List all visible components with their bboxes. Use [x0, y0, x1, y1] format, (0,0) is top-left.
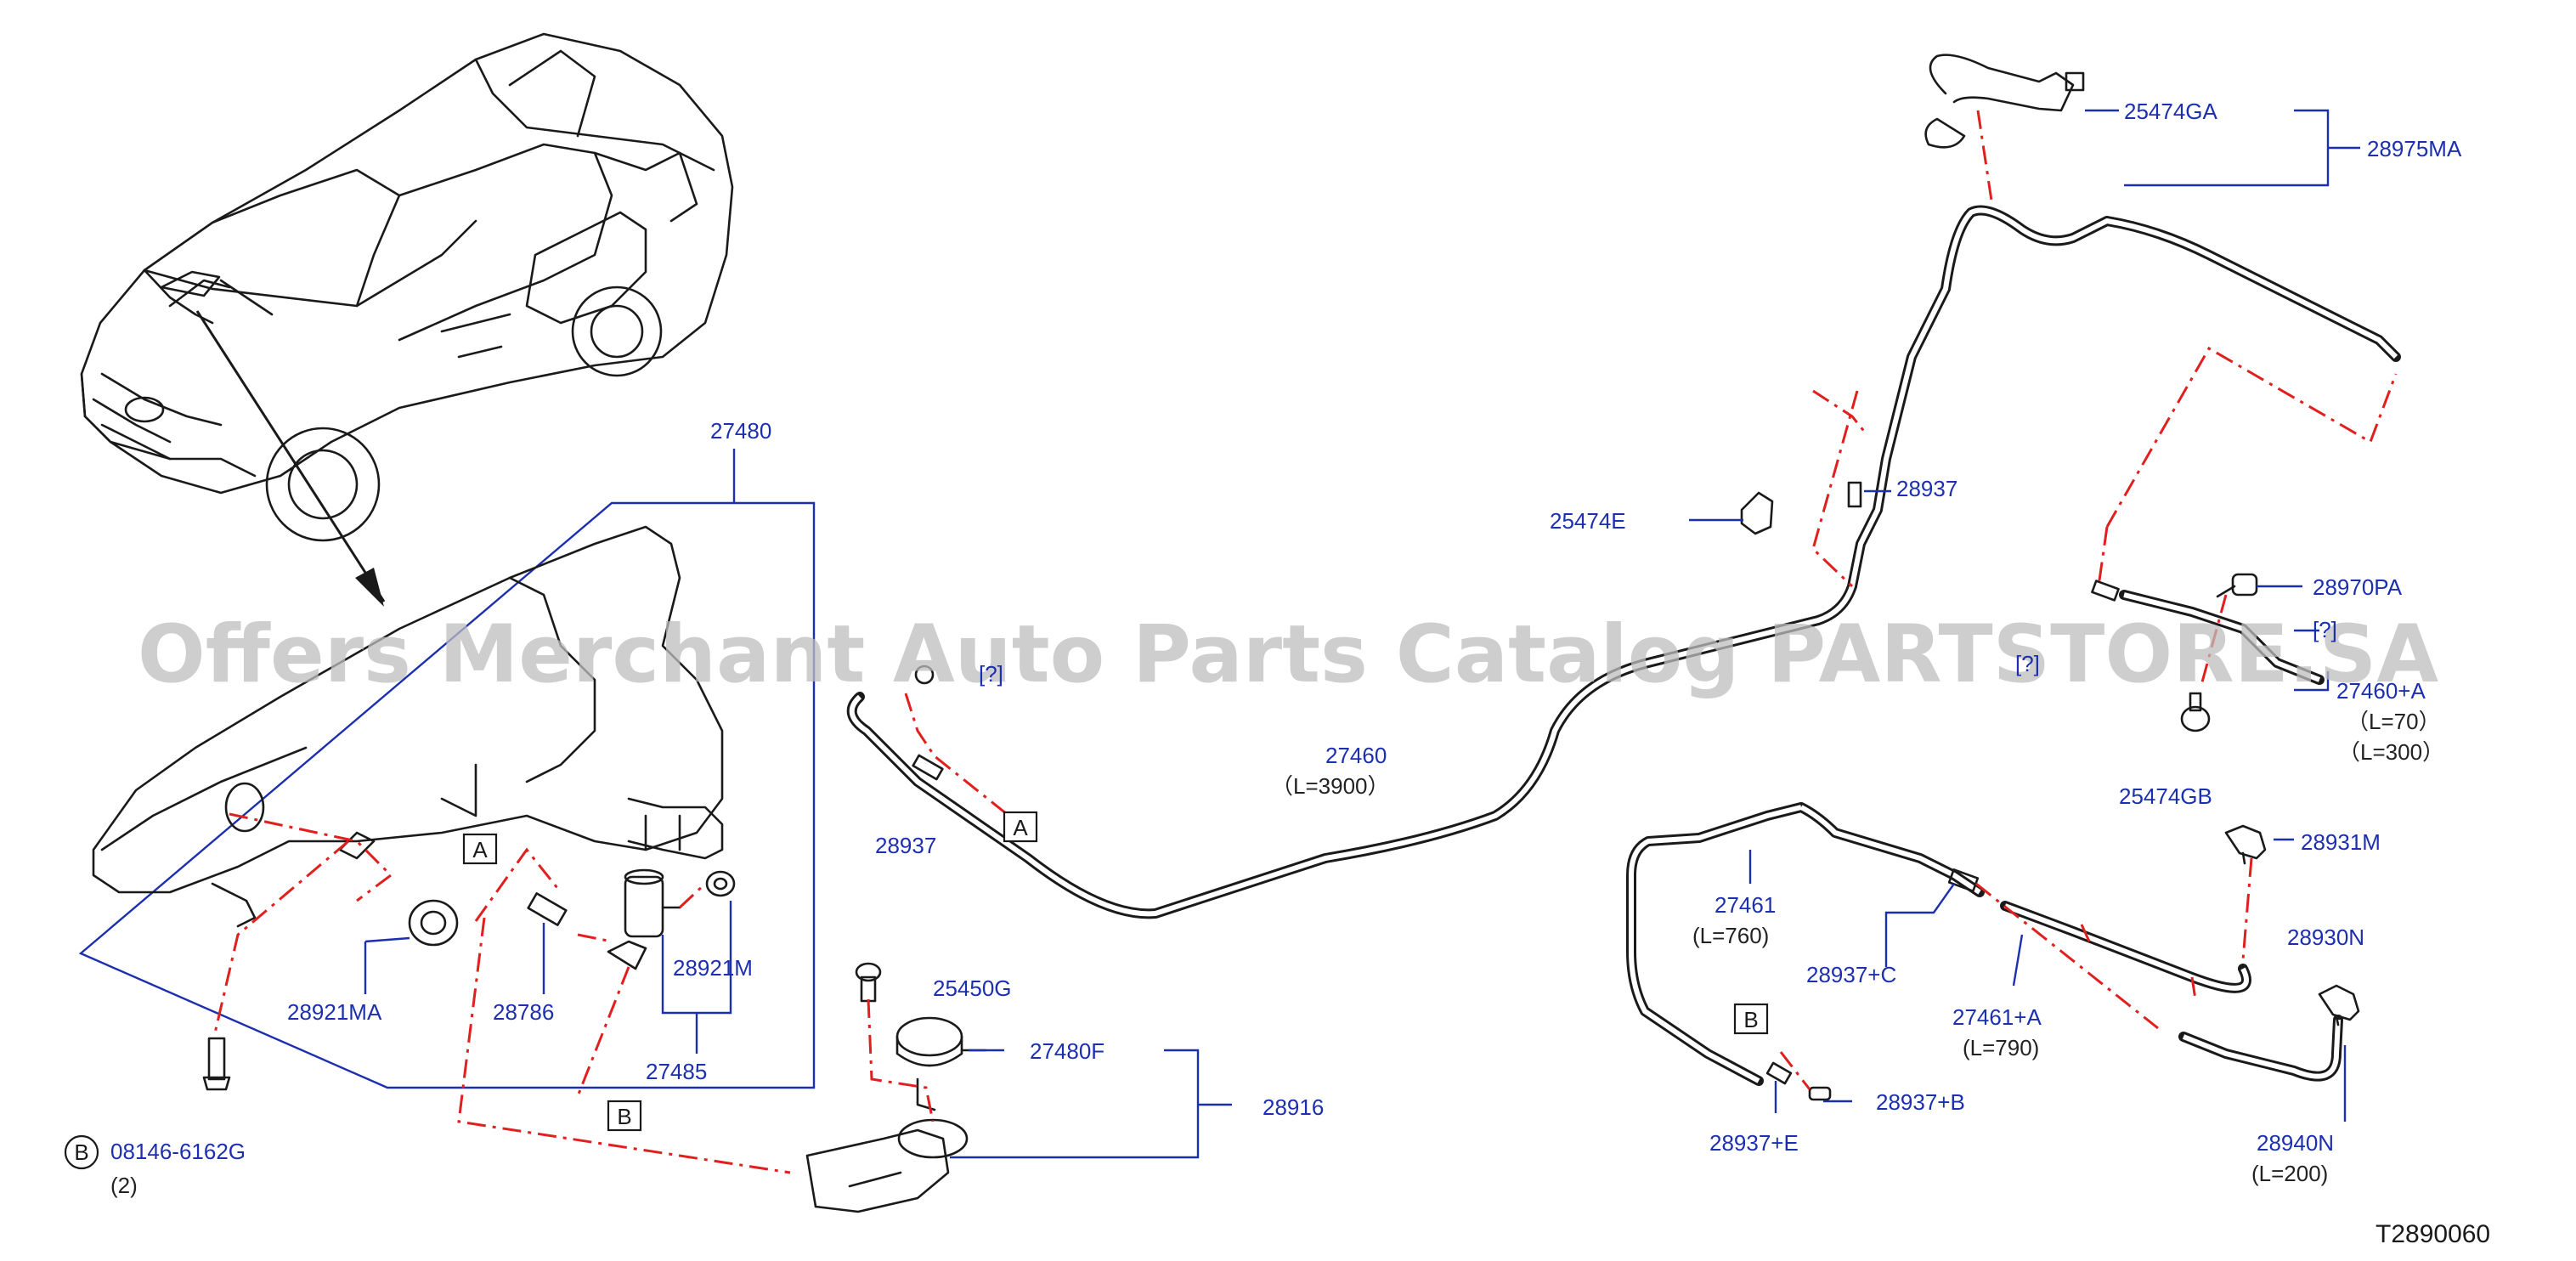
filter-28786 [527, 892, 568, 926]
label-27460-A-length-2: （L=300） [2338, 739, 2444, 765]
hose-27461-A [2000, 901, 2251, 993]
label-28930N: 28930N [2287, 925, 2364, 950]
joint-28937-B [1808, 1086, 1832, 1101]
bolt-08146 [202, 1037, 231, 1091]
label-27461-A-length: (L=790) [1963, 1035, 2039, 1060]
washer-tank-27480 [92, 525, 724, 928]
label-08146-6162G: 08146-6162G [110, 1139, 246, 1164]
hose-27461 [1626, 802, 1985, 1086]
label-27485: 27485 [646, 1059, 707, 1084]
watermark-text: Offers Merchant Auto Parts Catalog PARTS… [138, 608, 2438, 701]
label-28937-top: 28937 [1896, 476, 1957, 501]
label-27461-length: (L=760) [1692, 923, 1769, 948]
svg-text:B: B [617, 1104, 631, 1129]
nozzle-hose-25474GA [1924, 54, 2085, 149]
clip-25474E [1740, 491, 1774, 535]
label-27461-A: 27461+A [1952, 1004, 2042, 1030]
diagram-code: T2890060 [2375, 1220, 2490, 1248]
joint-28937-E [1765, 1061, 1793, 1085]
label-25474E: 25474E [1550, 508, 1626, 534]
label-28937-B: 28937+B [1876, 1089, 1965, 1115]
hose-28940N [2178, 1015, 2343, 1082]
label-28921MA: 28921MA [287, 999, 382, 1025]
label-28937-E: 28937+E [1709, 1130, 1799, 1156]
clip-25450G [855, 962, 882, 1003]
label-27460-length: （L=3900） [1271, 773, 1389, 799]
label-28970PA: 28970PA [2313, 574, 2403, 600]
label-27460: 27460 [1325, 743, 1387, 768]
svg-text:A: A [1013, 815, 1028, 840]
label-28975MA: 28975MA [2367, 136, 2462, 161]
callout-arrow [195, 310, 386, 602]
label-27480F: 27480F [1030, 1038, 1104, 1064]
label-28940N-length: (L=200) [2251, 1161, 2328, 1186]
grommet-28921MA [408, 899, 459, 947]
clip-25474GB [2180, 692, 2211, 732]
joint-28937-top [1847, 481, 1862, 508]
tank-group-frame [78, 449, 816, 1089]
label-25474GB: 25474GB [2119, 783, 2212, 809]
grommet-28921M [705, 870, 736, 897]
svg-text:A: A [472, 837, 488, 862]
callout-arrowhead [355, 568, 384, 607]
joint-28937-D [2091, 580, 2120, 602]
filler-neck-28916 [805, 1118, 969, 1213]
label-28921M: 28921M [673, 955, 753, 981]
svg-text:B: B [74, 1139, 88, 1165]
label-27480: 27480 [710, 418, 771, 444]
ref-box-a-left: A [462, 833, 498, 865]
clip-254xx-left [914, 664, 935, 685]
label-27461: 27461 [1715, 892, 1776, 918]
svg-text:B: B [1743, 1007, 1758, 1032]
ref-circle-b: B [64, 1134, 99, 1170]
vehicle-illustration [80, 32, 734, 542]
washer-pump-28921M [607, 868, 681, 970]
label-08146-qty: (2) [110, 1173, 138, 1198]
nozzle-28970PA [2216, 573, 2258, 598]
label-254xx-left: [?] [979, 661, 1003, 687]
joint-28937-C [1947, 868, 1980, 892]
label-28786: 28786 [493, 999, 554, 1025]
label-25450G: 25450G [933, 975, 1012, 1001]
label-28931M: 28931M [2301, 829, 2381, 855]
label-28937-D: [?] [2015, 651, 2040, 676]
label-28916: 28916 [1263, 1094, 1324, 1120]
nozzle-28930N [2318, 984, 2360, 1026]
ref-box-b-right: B [1733, 1003, 1769, 1035]
label-28937-left: 28937 [875, 833, 936, 858]
label-289xx-A: [?] [2313, 617, 2337, 642]
nozzle-28931M [2224, 824, 2267, 865]
label-28937-C: 28937+C [1806, 962, 1896, 987]
washer-hose-27460 [846, 205, 2401, 919]
label-27460-A-length-1: （L=70） [2347, 709, 2441, 734]
label-27460-A: 27460+A [2336, 678, 2426, 704]
label-28940N: 28940N [2257, 1130, 2334, 1156]
hose-27460-A [2119, 590, 2325, 685]
label-25474GA: 25474GA [2124, 99, 2218, 124]
cap-27480F [895, 1016, 987, 1111]
joint-28937-left [912, 754, 944, 781]
ref-box-a-mid: A [1003, 811, 1038, 843]
ref-box-b-left: B [607, 1100, 642, 1132]
